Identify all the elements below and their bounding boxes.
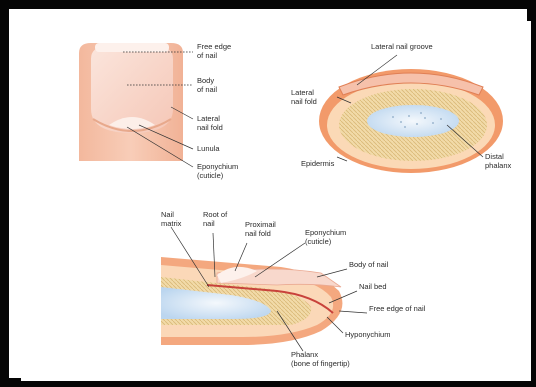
cross-section-view: Lateral nail groove Lateral nail fold Ep… [291,42,512,173]
label-eponychium-2: (cuticle) [197,171,224,180]
label-phalanx-2: (bone of fingertip) [291,359,350,368]
label-hyponychium: Hyponychium [345,330,390,339]
label-lateral-nail-fold-2: nail fold [197,123,223,132]
diagram-panel: Free edge of nail Body of nail Lateral n… [21,21,531,381]
label-free-edge-2: of nail [197,51,217,60]
side-section-view: Nail matrix Root of nail Proximail nail … [161,210,426,368]
label-nail-matrix-2: matrix [161,219,182,228]
label-distal-phalanx: Distal [485,152,504,161]
finger-top-view: Free edge of nail Body of nail Lateral n… [79,42,238,180]
label-nail-bed: Nail bed [359,282,387,291]
label-eponychium: Eponychium [197,162,238,171]
label-root-of-nail: Root of [203,210,228,219]
label-body-of-nail-2: of nail [197,85,217,94]
label-lunula: Lunula [197,144,220,153]
label-free-edge: Free edge [197,42,231,51]
label-body-of-nail: Body [197,76,214,85]
nail-free-edge [95,43,169,52]
label-side-eponychium: Eponychium [305,228,346,237]
label-proximal-nail-fold: Proximail [245,220,276,229]
label-root-of-nail-2: nail [203,219,215,228]
label-side-eponychium-2: (cuticle) [305,237,332,246]
label-lateral-nail-groove: Lateral nail groove [371,42,433,51]
label-side-free-edge: Free edge of nail [369,304,426,313]
label-epidermis: Epidermis [301,159,335,168]
label-phalanx: Phalanx [291,350,318,359]
distal-phalanx-marrow [367,105,459,137]
label-side-body-of-nail: Body of nail [349,260,389,269]
nail-anatomy-diagram: Free edge of nail Body of nail Lateral n… [21,21,531,381]
label-nail-matrix: Nail [161,210,174,219]
label-proximal-nail-fold-2: nail fold [245,229,271,238]
label-distal-phalanx-2: phalanx [485,161,512,170]
label-cs-lateral-nail-fold: Lateral [291,88,314,97]
label-lateral-nail-fold: Lateral [197,114,220,123]
label-cs-lateral-nail-fold-2: nail fold [291,97,317,106]
